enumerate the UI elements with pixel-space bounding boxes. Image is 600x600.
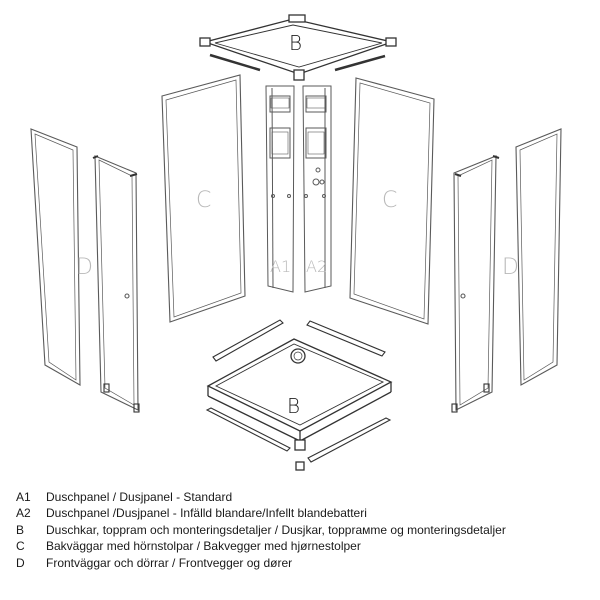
tray-back-trim-right	[306, 320, 386, 357]
legend-row: D Frontväggar och dörrar / Frontvegger o…	[16, 555, 586, 571]
panel-a2-label: A2	[306, 257, 327, 276]
tray-back-trim-left	[212, 319, 284, 362]
back-wall-right-label: C	[382, 188, 397, 213]
tray-front-trim-right	[307, 417, 392, 463]
shower-panel-a1	[265, 85, 295, 293]
legend-code: D	[16, 555, 25, 570]
legend-description: Duschkar, toppram och monteringsdetaljer…	[46, 522, 506, 537]
legend-row: C Bakväggar med hörnstolpar / Bakvegger …	[16, 538, 586, 554]
top-frame	[199, 14, 397, 81]
front-left-door	[92, 155, 140, 413]
legend-description: Duschpanel /Dusjpanel - Infälld blandare…	[46, 506, 367, 521]
back-wall-left-label: C	[196, 188, 211, 213]
legend-description: Duschpanel / Dusjpanel - Standard	[46, 490, 233, 504]
front-right-wall	[515, 128, 562, 386]
front-right-door	[451, 155, 500, 413]
legend-description: Bakväggar med hörnstolpar / Bakvegger me…	[46, 539, 361, 554]
legend-code: B	[16, 522, 25, 537]
shower-panel-a2	[302, 85, 332, 293]
legend-description: Frontväggar och dörrar / Frontvegger og …	[46, 555, 293, 570]
legend-code: A1	[16, 490, 31, 504]
front-left-label: D	[76, 255, 93, 280]
front-right-label: D	[502, 255, 519, 280]
back-wall-right	[349, 77, 435, 325]
tray-label: B	[287, 394, 300, 418]
legend-row: B Duschkar, toppram och monteringsdetalj…	[16, 522, 586, 538]
legend-code: C	[16, 539, 25, 554]
front-left-wall	[30, 128, 81, 386]
exploded-shower-diagram: B C C A1 A2	[30, 14, 562, 471]
back-wall-left	[161, 74, 246, 323]
panel-a1-label: A1	[270, 257, 291, 276]
tray-front-trim-left	[205, 407, 291, 452]
shower-tray	[206, 338, 393, 471]
legend-row: A1 Duschpanel / Dusjpanel - Standard	[16, 489, 586, 505]
legend-code: A2	[16, 506, 31, 521]
legend-row: A2 Duschpanel /Dusjpanel - Infälld bland…	[16, 505, 586, 521]
top-frame-label: B	[289, 31, 302, 55]
legend: A1 Duschpanel / Dusjpanel - Standard A2 …	[16, 489, 586, 571]
